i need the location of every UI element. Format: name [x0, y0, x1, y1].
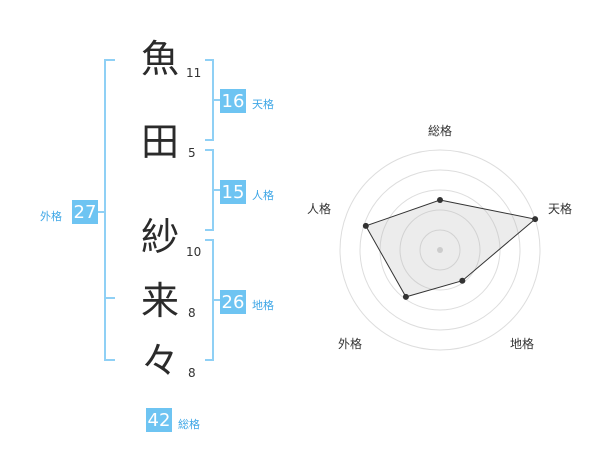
gaikaku-value: 27 [72, 200, 98, 224]
radar-point [437, 197, 443, 203]
jinkaku-value: 15 [220, 180, 246, 204]
radar-ring [339, 149, 541, 351]
radar-point [532, 216, 539, 223]
name-char-2: 田 [141, 120, 180, 164]
jinkaku-label: 人格 [252, 189, 274, 202]
radar-point [402, 293, 409, 300]
soukaku-value: 42 [146, 408, 172, 432]
radar-label-soukaku: 総格 [428, 124, 453, 138]
radar-label-gaikaku: 外格 [338, 337, 363, 351]
name-char-5-strokes: 8 [188, 366, 196, 380]
radar-point [459, 277, 466, 284]
soukaku-label: 総格 [178, 418, 200, 431]
name-char-4-strokes: 8 [188, 306, 196, 320]
name-char-1-strokes: 11 [186, 66, 202, 80]
radar-ring [419, 229, 461, 271]
name-char-4: 来 [141, 279, 180, 323]
chikaku-label: 地格 [252, 299, 274, 312]
name-char-3: 紗 [141, 215, 180, 259]
radar-label-tenkaku: 天格 [548, 202, 573, 216]
name-char-5: 々 [141, 339, 180, 383]
chikaku-value: 26 [220, 290, 246, 314]
tenkaku-value: 16 [220, 89, 246, 113]
radar-ring [399, 209, 481, 291]
radar-point [362, 222, 369, 229]
radar-area [365, 199, 537, 298]
radar-center-dot [437, 247, 443, 253]
name-char-2-strokes: 5 [188, 146, 196, 160]
gaikaku-bracket [104, 59, 115, 361]
radar-ring [359, 169, 521, 331]
gaikaku-label: 外格 [40, 210, 62, 223]
tenkaku-label: 天格 [252, 98, 274, 111]
name-char-1: 魚 [141, 37, 180, 81]
name-char-3-strokes: 10 [186, 245, 202, 259]
radar-label-chikaku: 地格 [510, 337, 535, 351]
radar-label-jinkaku: 人格 [307, 202, 332, 216]
radar-ring [379, 189, 501, 311]
